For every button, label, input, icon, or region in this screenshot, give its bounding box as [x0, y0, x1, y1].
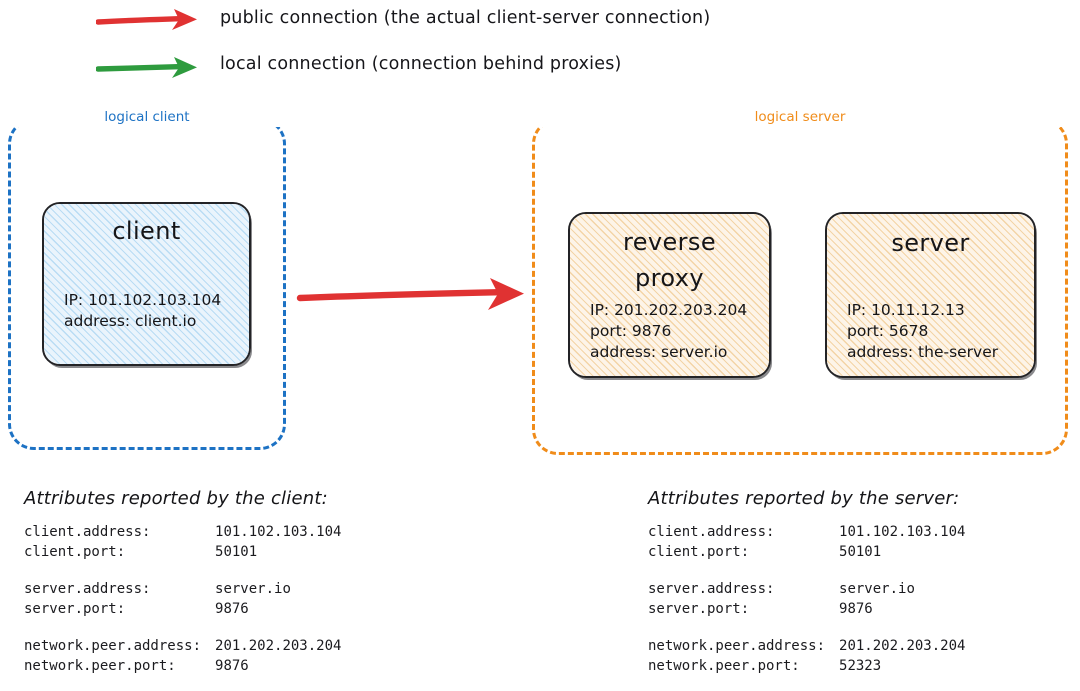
table-row: client.port: 50101: [648, 542, 965, 562]
node-client-fill: [44, 204, 249, 364]
node-client-title: client: [112, 217, 181, 245]
node-client-ip: IP: 101.102.103.104: [64, 291, 222, 309]
client-attributes-table: client.address: 101.102.103.104 client.p…: [24, 522, 341, 676]
logical-client-group: logical client client IP: 101.102.103.10…: [8, 107, 286, 450]
table-row: network.peer.address: 201.202.203.204: [648, 636, 965, 656]
table-row: client.port: 50101: [24, 542, 341, 562]
node-reverse-proxy-address: address: server.io: [590, 343, 728, 361]
node-server-fill: [827, 214, 1034, 376]
attr-key: server.port:: [24, 601, 126, 617]
table-row: network.peer.port: 52323: [648, 656, 965, 676]
legend-label-public: public connection (the actual client-ser…: [220, 8, 711, 28]
legend-label-local: local connection (connection behind prox…: [220, 54, 622, 74]
node-server-address: address: the-server: [847, 343, 999, 361]
attr-value: 50101: [215, 544, 258, 560]
client-attributes-heading: Attributes reported by the client:: [24, 488, 328, 509]
attr-key: client.address:: [24, 524, 151, 540]
node-reverse-proxy-ip: IP: 201.202.203.204: [590, 301, 748, 319]
table-row: client.address: 101.102.103.104: [648, 522, 965, 542]
attr-key: server.address:: [648, 581, 775, 597]
table-row: client.address: 101.102.103.104: [24, 522, 341, 542]
node-reverse-proxy-title-line1: reverse: [622, 228, 716, 256]
table-spacer: [648, 562, 965, 579]
table-spacer: [24, 619, 341, 636]
table-row: server.address: server.io: [24, 579, 341, 599]
table-spacer: [24, 562, 341, 579]
logical-client-title: logical client: [8, 107, 286, 127]
attr-key: client.port:: [24, 544, 126, 560]
red-arrow-icon: [95, 6, 206, 36]
server-attributes-heading: Attributes reported by the server:: [648, 488, 960, 509]
attr-key: server.address:: [24, 581, 151, 597]
client-attributes-block: Attributes reported by the client: clien…: [24, 488, 341, 676]
attr-key: server.port:: [648, 601, 750, 617]
table-spacer: [648, 619, 965, 636]
table-row: server.port: 9876: [648, 599, 965, 619]
attr-value: 9876: [215, 658, 249, 674]
legend-row-public: public connection (the actual client-ser…: [0, 6, 1080, 46]
server-attributes-block: Attributes reported by the server: clien…: [648, 488, 965, 676]
attr-key: network.peer.address:: [24, 638, 202, 654]
attr-value: 9876: [839, 601, 873, 617]
server-attributes-table: client.address: 101.102.103.104 client.p…: [648, 522, 965, 676]
node-server-ip: IP: 10.11.12.13: [847, 301, 965, 319]
attr-value: 101.102.103.104: [215, 524, 342, 540]
logical-server-title: logical server: [532, 107, 1068, 127]
logical-server-group: logical server reverse proxy IP: 201.202…: [532, 107, 1068, 455]
attr-key: client.port:: [648, 544, 750, 560]
node-client-address: address: client.io: [64, 312, 197, 330]
table-row: server.port: 9876: [24, 599, 341, 619]
legend: public connection (the actual client-ser…: [0, 0, 1080, 104]
legend-row-local: local connection (connection behind prox…: [0, 52, 1080, 92]
node-server-title: server: [891, 229, 970, 257]
attr-value: server.io: [215, 581, 291, 597]
attr-value: 50101: [839, 544, 882, 560]
attr-value: 201.202.203.204: [839, 638, 966, 654]
attr-value: server.io: [839, 581, 915, 597]
attr-value: 201.202.203.204: [215, 638, 342, 654]
node-reverse-proxy-title: reverse proxy: [570, 224, 769, 296]
attr-value: 101.102.103.104: [839, 524, 966, 540]
green-arrow-icon: [95, 52, 206, 82]
table-row: network.peer.address: 201.202.203.204: [24, 636, 341, 656]
attr-value: 52323: [839, 658, 882, 674]
public-connection-arrow: [296, 272, 532, 316]
node-client-details: IP: 101.102.103.104 address: client.io: [64, 290, 221, 332]
node-reverse-proxy[interactable]: reverse proxy IP: 201.202.203.204 port: …: [568, 212, 771, 378]
attr-key: network.peer.port:: [24, 658, 176, 674]
attr-key: client.address:: [648, 524, 775, 540]
attr-value: 9876: [215, 601, 249, 617]
node-client[interactable]: client IP: 101.102.103.104 address: clie…: [42, 202, 251, 366]
table-row: network.peer.port: 9876: [24, 656, 341, 676]
attr-key: network.peer.port:: [648, 658, 800, 674]
node-reverse-proxy-details: IP: 201.202.203.204 port: 9876 address: …: [590, 300, 747, 363]
node-server-port: port: 5678: [847, 322, 929, 340]
node-server-details: IP: 10.11.12.13 port: 5678 address: the-…: [847, 300, 998, 363]
node-reverse-proxy-title-line2: proxy: [635, 264, 704, 292]
table-row: server.address: server.io: [648, 579, 965, 599]
node-reverse-proxy-fill: [570, 214, 769, 376]
node-reverse-proxy-port: port: 9876: [590, 322, 672, 340]
node-server[interactable]: server IP: 10.11.12.13 port: 5678 addres…: [825, 212, 1036, 378]
attr-key: network.peer.address:: [648, 638, 826, 654]
